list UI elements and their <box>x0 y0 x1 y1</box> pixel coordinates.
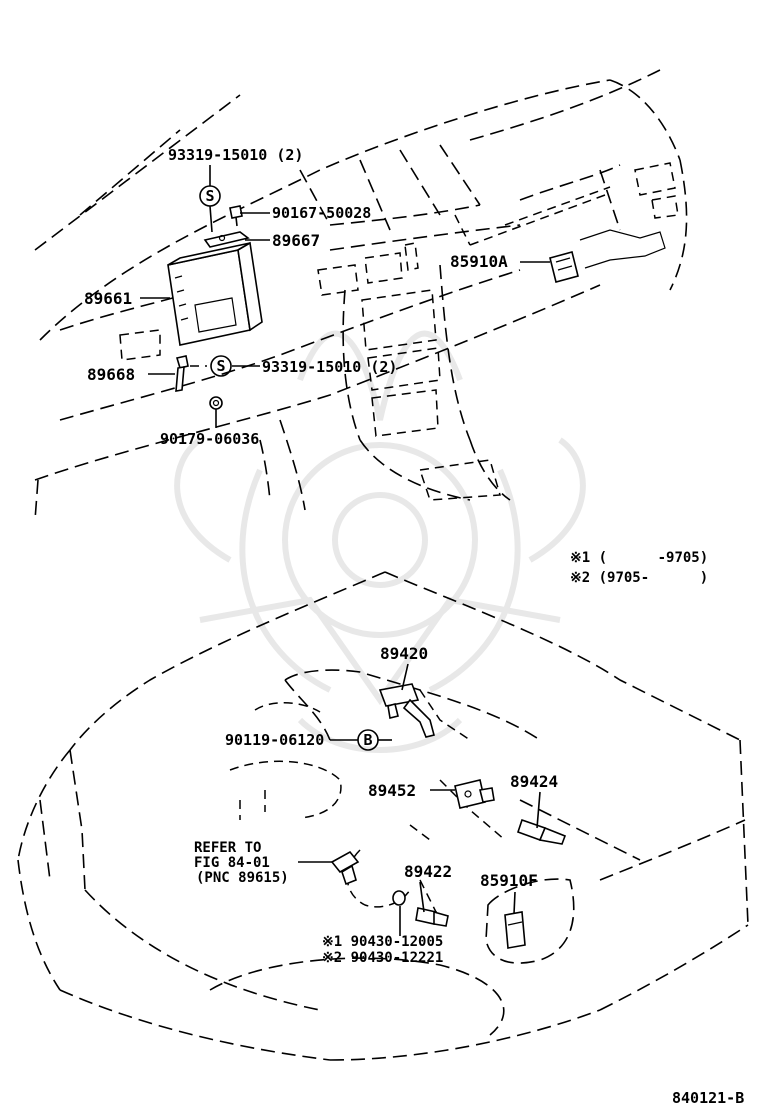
leader-lines-top <box>140 165 550 428</box>
label-90167[interactable]: 90167-50028 <box>272 204 371 222</box>
note-2: ※2 (9705- ) <box>570 570 708 586</box>
label-90179[interactable]: 90179-06036 <box>160 430 259 448</box>
sensor-89422[interactable] <box>415 907 449 927</box>
label-89661[interactable]: 89661 <box>84 289 132 308</box>
bolt-90167-50028[interactable] <box>229 205 243 227</box>
label-89422[interactable]: 89422 <box>404 862 452 881</box>
note-1: ※1 ( -9705) <box>570 550 708 566</box>
label-89420[interactable]: 89420 <box>380 644 428 663</box>
connector-85910A[interactable] <box>549 229 666 283</box>
label-refer-line2[interactable]: FIG 84-01 <box>194 855 270 871</box>
label-93319-top[interactable]: 93319-15010 (2) <box>168 146 303 164</box>
b-circle: B <box>357 729 379 751</box>
sensor-refer-fig-84-01[interactable] <box>330 850 360 886</box>
label-refer-line1[interactable]: REFER TO <box>194 840 261 856</box>
leader-lines-bottom <box>298 663 541 936</box>
bracket-89667[interactable] <box>203 231 250 248</box>
label-93319-mid[interactable]: 93319-15010 (2) <box>262 358 397 376</box>
nut-90179-06036[interactable] <box>209 396 223 410</box>
watermark-emblem <box>174 330 586 753</box>
dashboard-outline <box>34 69 688 521</box>
label-89668[interactable]: 89668 <box>87 365 135 384</box>
sensor-89424[interactable] <box>516 818 567 845</box>
connector-85910F[interactable] <box>504 911 526 949</box>
ecu-module-89661[interactable] <box>167 241 263 346</box>
label-89424[interactable]: 89424 <box>510 772 558 791</box>
vehicle-outline <box>17 571 749 1061</box>
sensor-89452[interactable] <box>454 779 495 809</box>
s-circle-mid: S <box>210 355 232 377</box>
svg-text:S: S <box>216 357 225 375</box>
label-90430-2[interactable]: ※2 90430-12221 <box>322 950 443 966</box>
svg-text:B: B <box>363 731 372 749</box>
sensor-89420[interactable] <box>378 683 435 738</box>
label-refer-line3[interactable]: (PNC 89615) <box>196 870 289 886</box>
gasket-90430[interactable] <box>392 890 406 906</box>
label-90430-1[interactable]: ※1 90430-12005 <box>322 934 443 950</box>
label-89667[interactable]: 89667 <box>272 231 320 250</box>
s-circle-top: S <box>199 185 221 207</box>
bracket-89668[interactable] <box>175 355 189 392</box>
label-85910A[interactable]: 85910A <box>450 252 508 271</box>
label-89452[interactable]: 89452 <box>368 781 416 800</box>
svg-text:S: S <box>205 187 214 205</box>
label-85910F[interactable]: 85910F <box>480 871 538 890</box>
figure-code: 840121-B <box>672 1089 744 1107</box>
label-90119[interactable]: 90119-06120 <box>225 731 324 749</box>
